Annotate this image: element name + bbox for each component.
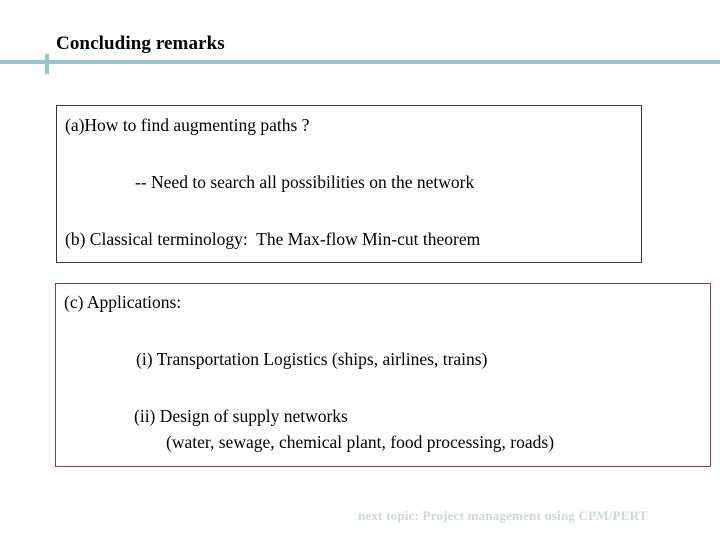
box-c-line-supply-networks: (ii) Design of supply networks (134, 406, 348, 426)
box-c-line-applications-heading: (c) Applications: (64, 292, 182, 312)
box-a-line-need-to-search: -- Need to search all possibilities on t… (135, 172, 475, 192)
page-title: Concluding remarks (56, 33, 225, 54)
content-box-applications: (c) Applications: (i) Transportation Log… (55, 283, 711, 467)
box-c-line-supply-networks-detail: (water, sewage, chemical plant, food pro… (166, 432, 555, 452)
box-c-line-transportation-logistics: (i) Transportation Logistics (ships, air… (136, 349, 488, 369)
next-topic-footer: next topic: Project management using CPM… (358, 508, 648, 523)
title-underline-rule (0, 60, 720, 64)
box-a-line-augmenting-paths: (a)How to find augmenting paths ? (65, 115, 310, 135)
content-box-questions: (a)How to find augmenting paths ? -- Nee… (56, 105, 642, 263)
title-rule-tick-marker (45, 54, 49, 74)
box-a-line-max-flow-min-cut: (b) Classical terminology: The Max-flow … (65, 229, 481, 249)
